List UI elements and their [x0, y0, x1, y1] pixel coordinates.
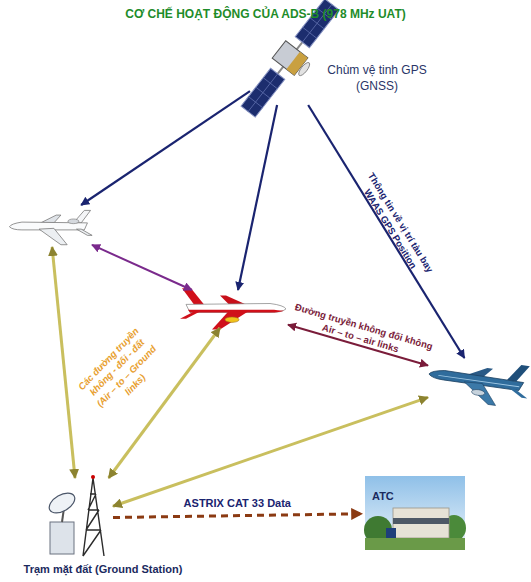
link-group-label: Các đường truyền không - đối - đất (Air …: [74, 323, 171, 421]
business-jet: [9, 210, 92, 244]
wing: [462, 381, 499, 406]
atc-label: ATC: [372, 489, 432, 504]
station-building: [50, 522, 74, 554]
edge-label: Thông tin về vị trí tàu bay WAAS GPS Pos…: [347, 160, 442, 292]
window-band: [393, 518, 449, 524]
air-to-air-link: [92, 245, 192, 290]
tail-fin: [182, 288, 204, 304]
satellite-label: Chùm vệ tinh GPS (GNSS): [316, 62, 438, 94]
gps-signal-arrow: [238, 105, 277, 290]
aircraft: [8, 205, 92, 247]
edge-label: ASTRIX CAT 33 Data: [137, 495, 337, 509]
satellite-antenna: [297, 61, 312, 77]
stabilizer: [180, 312, 200, 319]
ground-station: Trạm mặt đất (Ground Station): [45, 478, 113, 558]
tower-light: [91, 475, 95, 479]
atc-building-illustration: [364, 476, 466, 550]
stabilizer: [508, 388, 528, 398]
lawn: [365, 538, 465, 550]
air-to-ground-link: [113, 397, 428, 506]
air-to-ground-link: [52, 247, 75, 478]
stabilizer: [77, 229, 93, 235]
far-wing: [41, 215, 61, 223]
aircraft: [180, 290, 288, 328]
sky: [365, 476, 465, 550]
airliner-blue: [426, 352, 531, 409]
atc-center: ATC: [362, 473, 468, 553]
wing: [212, 311, 248, 330]
ground-station-illustration: [46, 475, 104, 556]
gps-signal-arrow: [81, 91, 250, 205]
gps-satellite: Chùm vệ tinh GPS (GNSS): [250, 30, 320, 105]
wing: [39, 228, 67, 244]
satellite-dish: [46, 489, 78, 517]
engine: [471, 389, 485, 396]
aircraft: [428, 358, 528, 402]
edge-label: Đường truyền không đối không Air – to – …: [286, 300, 437, 366]
airliner-red: [180, 288, 286, 329]
building: [393, 508, 449, 538]
engine: [225, 317, 239, 322]
radio-tower: [83, 478, 104, 556]
tail-fin: [507, 363, 530, 383]
station-label: Trạm mặt đất (Ground Station): [3, 562, 203, 577]
data-feed-arrow: [113, 514, 362, 518]
diagram-title: CƠ CHẾ HOẠT ĐỘNG CỦA ADS-B (978 MHz UAT): [0, 7, 531, 21]
far-wing: [220, 295, 246, 304]
engine: [68, 219, 79, 224]
